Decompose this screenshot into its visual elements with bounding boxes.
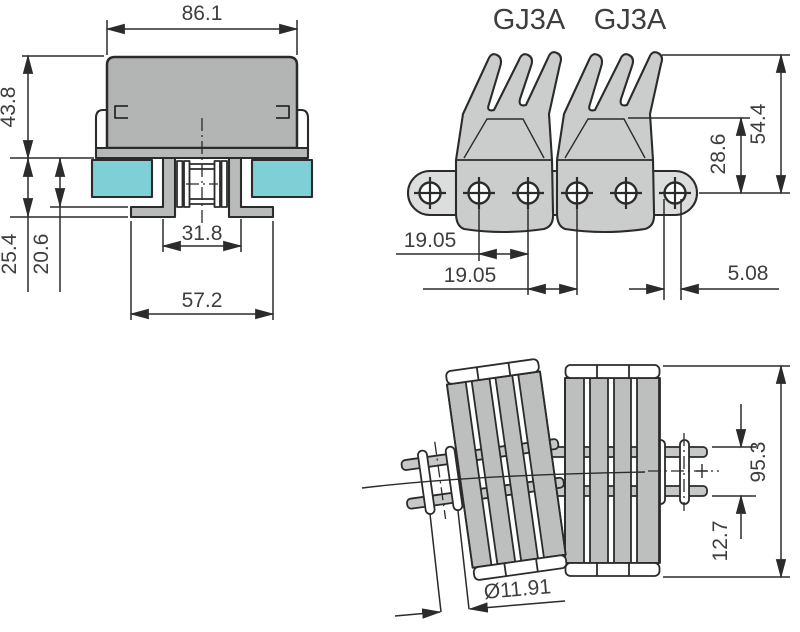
dim-pitch-b: 19.05 [444,264,497,287]
side-view: GJ3A GJ3A 54.4 28.6 [396,4,790,300]
attachment-label-2: GJ3A [594,4,667,36]
dim-inner-width: 31.8 [182,222,223,245]
dim-strip-drop: 20.6 [30,234,53,275]
dim-roller-diameter: Ø11.91 [483,575,552,604]
wear-strip-right [250,158,314,199]
attachment-label-1: GJ3A [493,4,566,36]
dim-overall-height: 43.8 [0,87,20,128]
attachment-assembly-left [400,358,568,581]
fork-attachment-1 [454,51,563,234]
chain-pin-top [444,445,464,512]
right-snap-detail [276,105,290,119]
top-view: 95.3 12.7 Ø11.91 [361,358,790,619]
pin-centerline [434,441,447,520]
dim-top-width: 86.1 [182,2,223,25]
dim-base-drop: 25.4 [0,233,21,274]
top-view-dimensions: 95.3 12.7 Ø11.91 [394,364,790,619]
front-view-dimensions: 86.1 43.8 25.4 20.6 31.8 [0,2,299,320]
wear-strip-left [90,158,154,199]
dim-base-width: 57.2 [182,289,223,312]
dim-attachment-height: 28.6 [707,134,730,175]
fork-attachment-2 [555,51,664,234]
dim-assembly-width: 95.3 [747,442,770,483]
attachment-assembly-right [564,364,661,577]
channel-left [129,156,177,219]
front-view: 86.1 43.8 25.4 20.6 31.8 [0,2,314,320]
chain-pin-top [679,439,690,505]
dim-end-offset: 5.08 [728,262,769,285]
left-snap-detail [114,105,128,119]
channel-right [227,156,275,219]
side-view-dimensions: 54.4 28.6 19.05 19.05 5.08 [396,53,790,300]
top-plate [105,55,299,150]
dim-pitch-a: 19.05 [404,229,457,252]
dim-attachment-overall-height: 54.4 [747,103,770,144]
dim-plate-span: 12.7 [709,521,732,562]
pitch-line [361,471,646,489]
